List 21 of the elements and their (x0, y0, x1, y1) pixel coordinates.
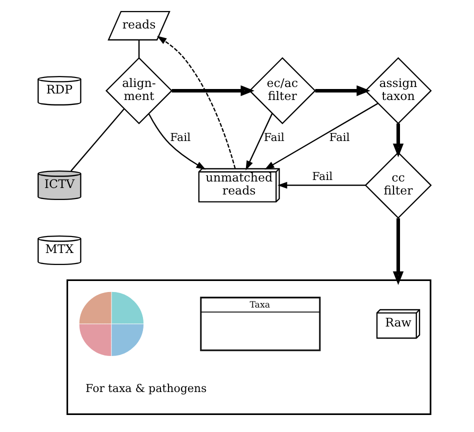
edge-label: Fail (170, 130, 190, 144)
node-diamond: ec/ac filter (248, 57, 316, 124)
arrow (277, 182, 365, 189)
node-diamond: assign taxon (364, 57, 432, 124)
edge-label: Fail (328, 130, 350, 144)
node-diamond: align- ment (104, 57, 172, 124)
arrow (392, 218, 404, 286)
arrow (156, 36, 236, 169)
arrow (148, 114, 206, 170)
edge-label: Fail (263, 130, 284, 144)
arrow (245, 113, 272, 170)
node-diamond: cc filter (364, 152, 432, 219)
edge-label: Fail (312, 170, 332, 183)
connector (138, 40, 140, 58)
node-label: For taxa & pathogens (85, 382, 206, 395)
arrow (264, 102, 378, 170)
arrow (171, 85, 254, 96)
cluster (66, 279, 431, 415)
connector (70, 108, 124, 172)
arrow (392, 124, 404, 158)
arrow (314, 85, 370, 96)
